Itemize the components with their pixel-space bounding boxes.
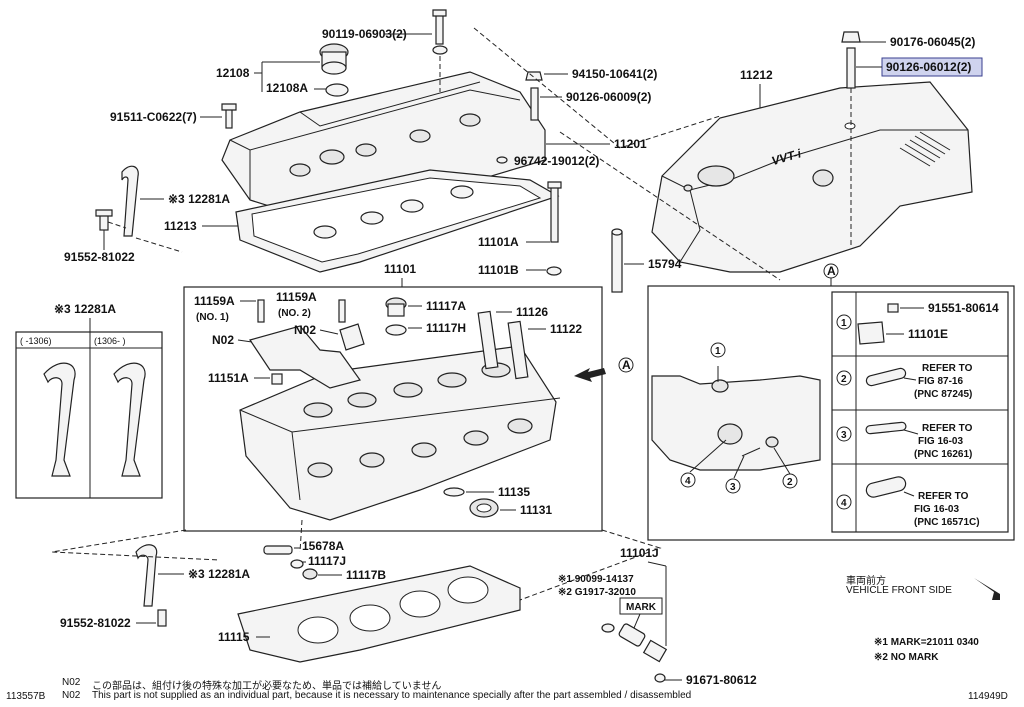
label-91552-bot[interactable]: 91552-81022 (60, 616, 131, 630)
label-11159A-no1[interactable]: 11159A (194, 294, 235, 308)
label-n02-b[interactable]: N02 (212, 333, 234, 347)
row4-num: 4 (841, 498, 847, 509)
detail-view-a (647, 263, 1015, 600)
label-11212[interactable]: 11212 (740, 68, 773, 82)
label-11101J[interactable]: 11101J (620, 546, 659, 560)
mark-note-2: ※2 NO MARK (874, 652, 939, 663)
front-side-en: VEHICLE FRONT SIDE (846, 585, 952, 596)
label-12281A-bot[interactable]: ※3 12281A (188, 567, 250, 581)
label-sensor-note2: ※2 G1917-32010 (558, 587, 636, 598)
label-96742[interactable]: 96742-19012(2) (514, 154, 599, 168)
label-11201[interactable]: 11201 (614, 137, 647, 151)
row4-line3: (PNC 16571C) (914, 517, 980, 528)
label-12108A[interactable]: 12108A (266, 81, 308, 95)
bottom-group (135, 544, 668, 663)
row2-line2[interactable]: FIG 87-16 (918, 376, 963, 387)
legend-col2: (1306- ) (94, 336, 126, 346)
row4-line1: REFER TO (918, 491, 969, 502)
detail-table-rows: 1 91551-80614 11101E 2 REFER TO FIG 87-1… (836, 301, 999, 528)
label-mark-box: MARK (626, 602, 657, 613)
label-15678A[interactable]: 15678A (302, 539, 344, 553)
label-12108[interactable]: 12108 (216, 66, 250, 80)
part-labels: 90119-06903(2) 12108 12108A 91511-C0622(… (20, 27, 975, 687)
label-91671[interactable]: 91671-80612 (686, 673, 757, 687)
cylinder-head-group (183, 286, 634, 532)
row2-line1: REFER TO (922, 363, 973, 374)
row1-line2[interactable]: 11101E (908, 327, 948, 341)
label-11126[interactable]: 11126 (516, 305, 548, 319)
label-11101[interactable]: 11101 (384, 262, 416, 276)
label-view-a-arrow: A (622, 358, 631, 372)
callout-1: 1 (715, 346, 721, 357)
label-n02-a[interactable]: N02 (294, 323, 316, 337)
footer-n02-en-tag: N02 (62, 690, 81, 701)
footer-n02-jp: この部品は、組付け後の特殊な加工が必要なため、単品では補給していません (92, 681, 442, 692)
label-11117A[interactable]: 11117A (426, 299, 466, 313)
label-view-a-title: A (827, 264, 836, 278)
legend-title: ※3 12281A (54, 302, 116, 316)
callout-2: 2 (787, 477, 793, 488)
label-90176[interactable]: 90176-06045(2) (890, 35, 975, 49)
label-11135[interactable]: 11135 (498, 485, 530, 499)
label-11213[interactable]: 11213 (164, 219, 197, 233)
label-11101B[interactable]: 11101B (478, 263, 519, 277)
label-91552-top[interactable]: 91552-81022 (64, 250, 135, 264)
mark-note-1: ※1 MARK=21011 0340 (874, 637, 979, 648)
label-11159A-no2[interactable]: 11159A (276, 290, 317, 304)
row3-line2[interactable]: FIG 16-03 (918, 436, 963, 447)
row3-num: 3 (841, 430, 847, 441)
footer-code-right: 114949D (968, 691, 1008, 702)
label-11151A[interactable]: 11151A (208, 371, 249, 385)
label-11101A[interactable]: 11101A (478, 235, 519, 249)
callout-4: 4 (685, 476, 691, 487)
row1-line1[interactable]: 91551-80614 (928, 301, 999, 315)
row3-line3: (PNC 16261) (914, 449, 972, 460)
label-11159A-no2-sub: (NO. 2) (278, 308, 311, 319)
row3-line1: REFER TO (922, 423, 973, 434)
label-91511[interactable]: 91511-C0622(7) (110, 110, 197, 124)
row2-line3: (PNC 87245) (914, 389, 972, 400)
label-11117B[interactable]: 11117B (346, 568, 386, 582)
front-side-jp: 車両前方 (846, 576, 886, 587)
label-15794[interactable]: 15794 (648, 257, 682, 271)
label-11117H[interactable]: 11117H (426, 321, 466, 335)
label-11117J[interactable]: 11117J (308, 554, 346, 568)
cylinder-head-cover-group (95, 9, 623, 293)
label-11159A-no1-sub: (NO. 1) (196, 312, 229, 323)
engine-cover-group: VVT-i (651, 31, 983, 273)
label-sensor-note1: ※1 90099-14137 (558, 574, 634, 585)
label-90126-06012[interactable]: 90126-06012(2) (886, 60, 971, 74)
callout-3: 3 (730, 482, 736, 493)
footer-n02-en: This part is not supplied as an individu… (92, 690, 692, 701)
label-90119[interactable]: 90119-06903(2) (322, 27, 407, 41)
row1-num: 1 (841, 318, 847, 329)
legend-col1: ( -1306) (20, 336, 52, 346)
footer-code-left: 113557B (6, 691, 46, 702)
label-90126-06009[interactable]: 90126-06009(2) (566, 90, 651, 104)
hanger-legend-box (15, 331, 163, 499)
label-94150[interactable]: 94150-10641(2) (572, 67, 657, 81)
cap-gasket-12108A-shape[interactable] (325, 83, 349, 97)
footer-n02-jp-tag: N02 (62, 677, 81, 688)
label-11122[interactable]: 11122 (550, 322, 582, 336)
label-11131[interactable]: 11131 (520, 503, 552, 517)
label-12281A-top[interactable]: ※3 12281A (168, 192, 230, 206)
row4-line2[interactable]: FIG 16-03 (914, 504, 959, 515)
head-cover-11201-shape[interactable] (221, 71, 546, 226)
row2-num: 2 (841, 374, 847, 385)
view-a-callouts: 1 2 3 4 (680, 342, 798, 494)
label-11115[interactable]: 11115 (218, 630, 250, 644)
dashed-guide-lines (51, 27, 781, 601)
